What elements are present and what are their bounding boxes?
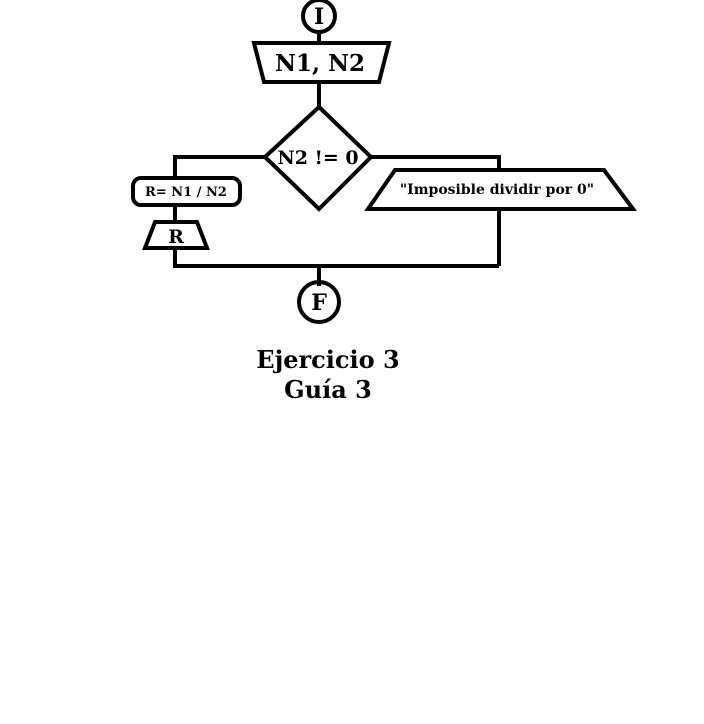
- connector-false-branch: [371, 155, 501, 170]
- assign-process-box: [131, 176, 242, 207]
- connector-true-merge: [173, 248, 499, 268]
- output-true-shape: [142, 220, 210, 250]
- caption-line-2: Guía 3: [284, 375, 372, 404]
- end-label: F: [311, 290, 327, 316]
- decision-diamond: [262, 104, 374, 212]
- output-true-label: R: [168, 226, 184, 248]
- assign-label: R= N1 / N2: [145, 185, 227, 200]
- end-terminal: [297, 280, 341, 324]
- condition-label: N2 != 0: [277, 147, 358, 169]
- start-label: I: [314, 4, 324, 30]
- output-false-shape: [364, 168, 637, 211]
- input-shape: [251, 41, 392, 84]
- output-false-label: "Imposible dividir por 0": [400, 182, 594, 198]
- caption-line-1: Ejercicio 3: [256, 345, 400, 374]
- connector-true-branch: [173, 155, 265, 178]
- input-label: N1, N2: [275, 50, 365, 77]
- start-terminal: [301, 0, 337, 34]
